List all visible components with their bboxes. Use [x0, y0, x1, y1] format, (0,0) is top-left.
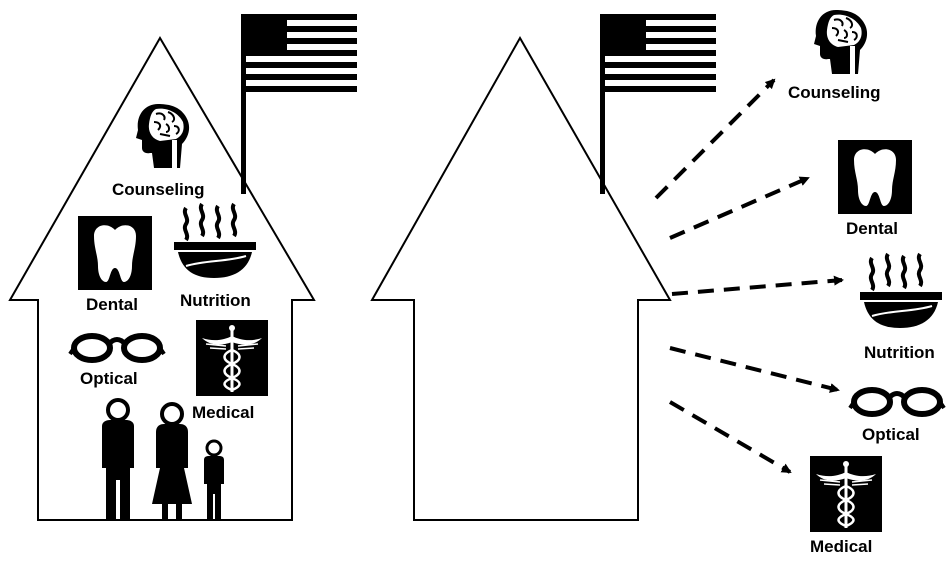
right-services: Counseling Dental Nutrition Optical Medi… [788, 9, 944, 556]
label-optical: Optical [80, 369, 138, 388]
label-dental: Dental [86, 295, 138, 314]
caduceus-icon [808, 454, 884, 534]
arrow-to-medical [668, 400, 792, 474]
arrow-to-dental [669, 176, 810, 240]
flag-icon [600, 14, 716, 194]
steaming-bowl-icon [858, 252, 944, 330]
label-counseling: Counseling [788, 83, 881, 102]
label-optical: Optical [862, 425, 920, 444]
label-counseling: Counseling [112, 180, 205, 199]
label-medical: Medical [192, 403, 254, 422]
house-outline [370, 35, 672, 521]
arrow-to-counseling [654, 78, 776, 200]
arrows [654, 78, 844, 474]
arrow-to-optical [669, 346, 840, 393]
arrow-to-nutrition [671, 275, 844, 296]
label-dental: Dental [846, 219, 898, 238]
right-house [370, 14, 716, 521]
eyeglasses-icon [850, 390, 944, 414]
left-house: Counseling Dental Nutrition Optical Medi… [8, 14, 357, 522]
flag-icon [241, 14, 357, 194]
label-nutrition: Nutrition [180, 291, 251, 310]
label-nutrition: Nutrition [864, 343, 935, 362]
tooth-icon [78, 216, 152, 290]
head-brain-icon [813, 9, 869, 75]
label-medical: Medical [810, 537, 872, 556]
tooth-icon [838, 140, 912, 214]
caduceus-icon [194, 318, 270, 398]
